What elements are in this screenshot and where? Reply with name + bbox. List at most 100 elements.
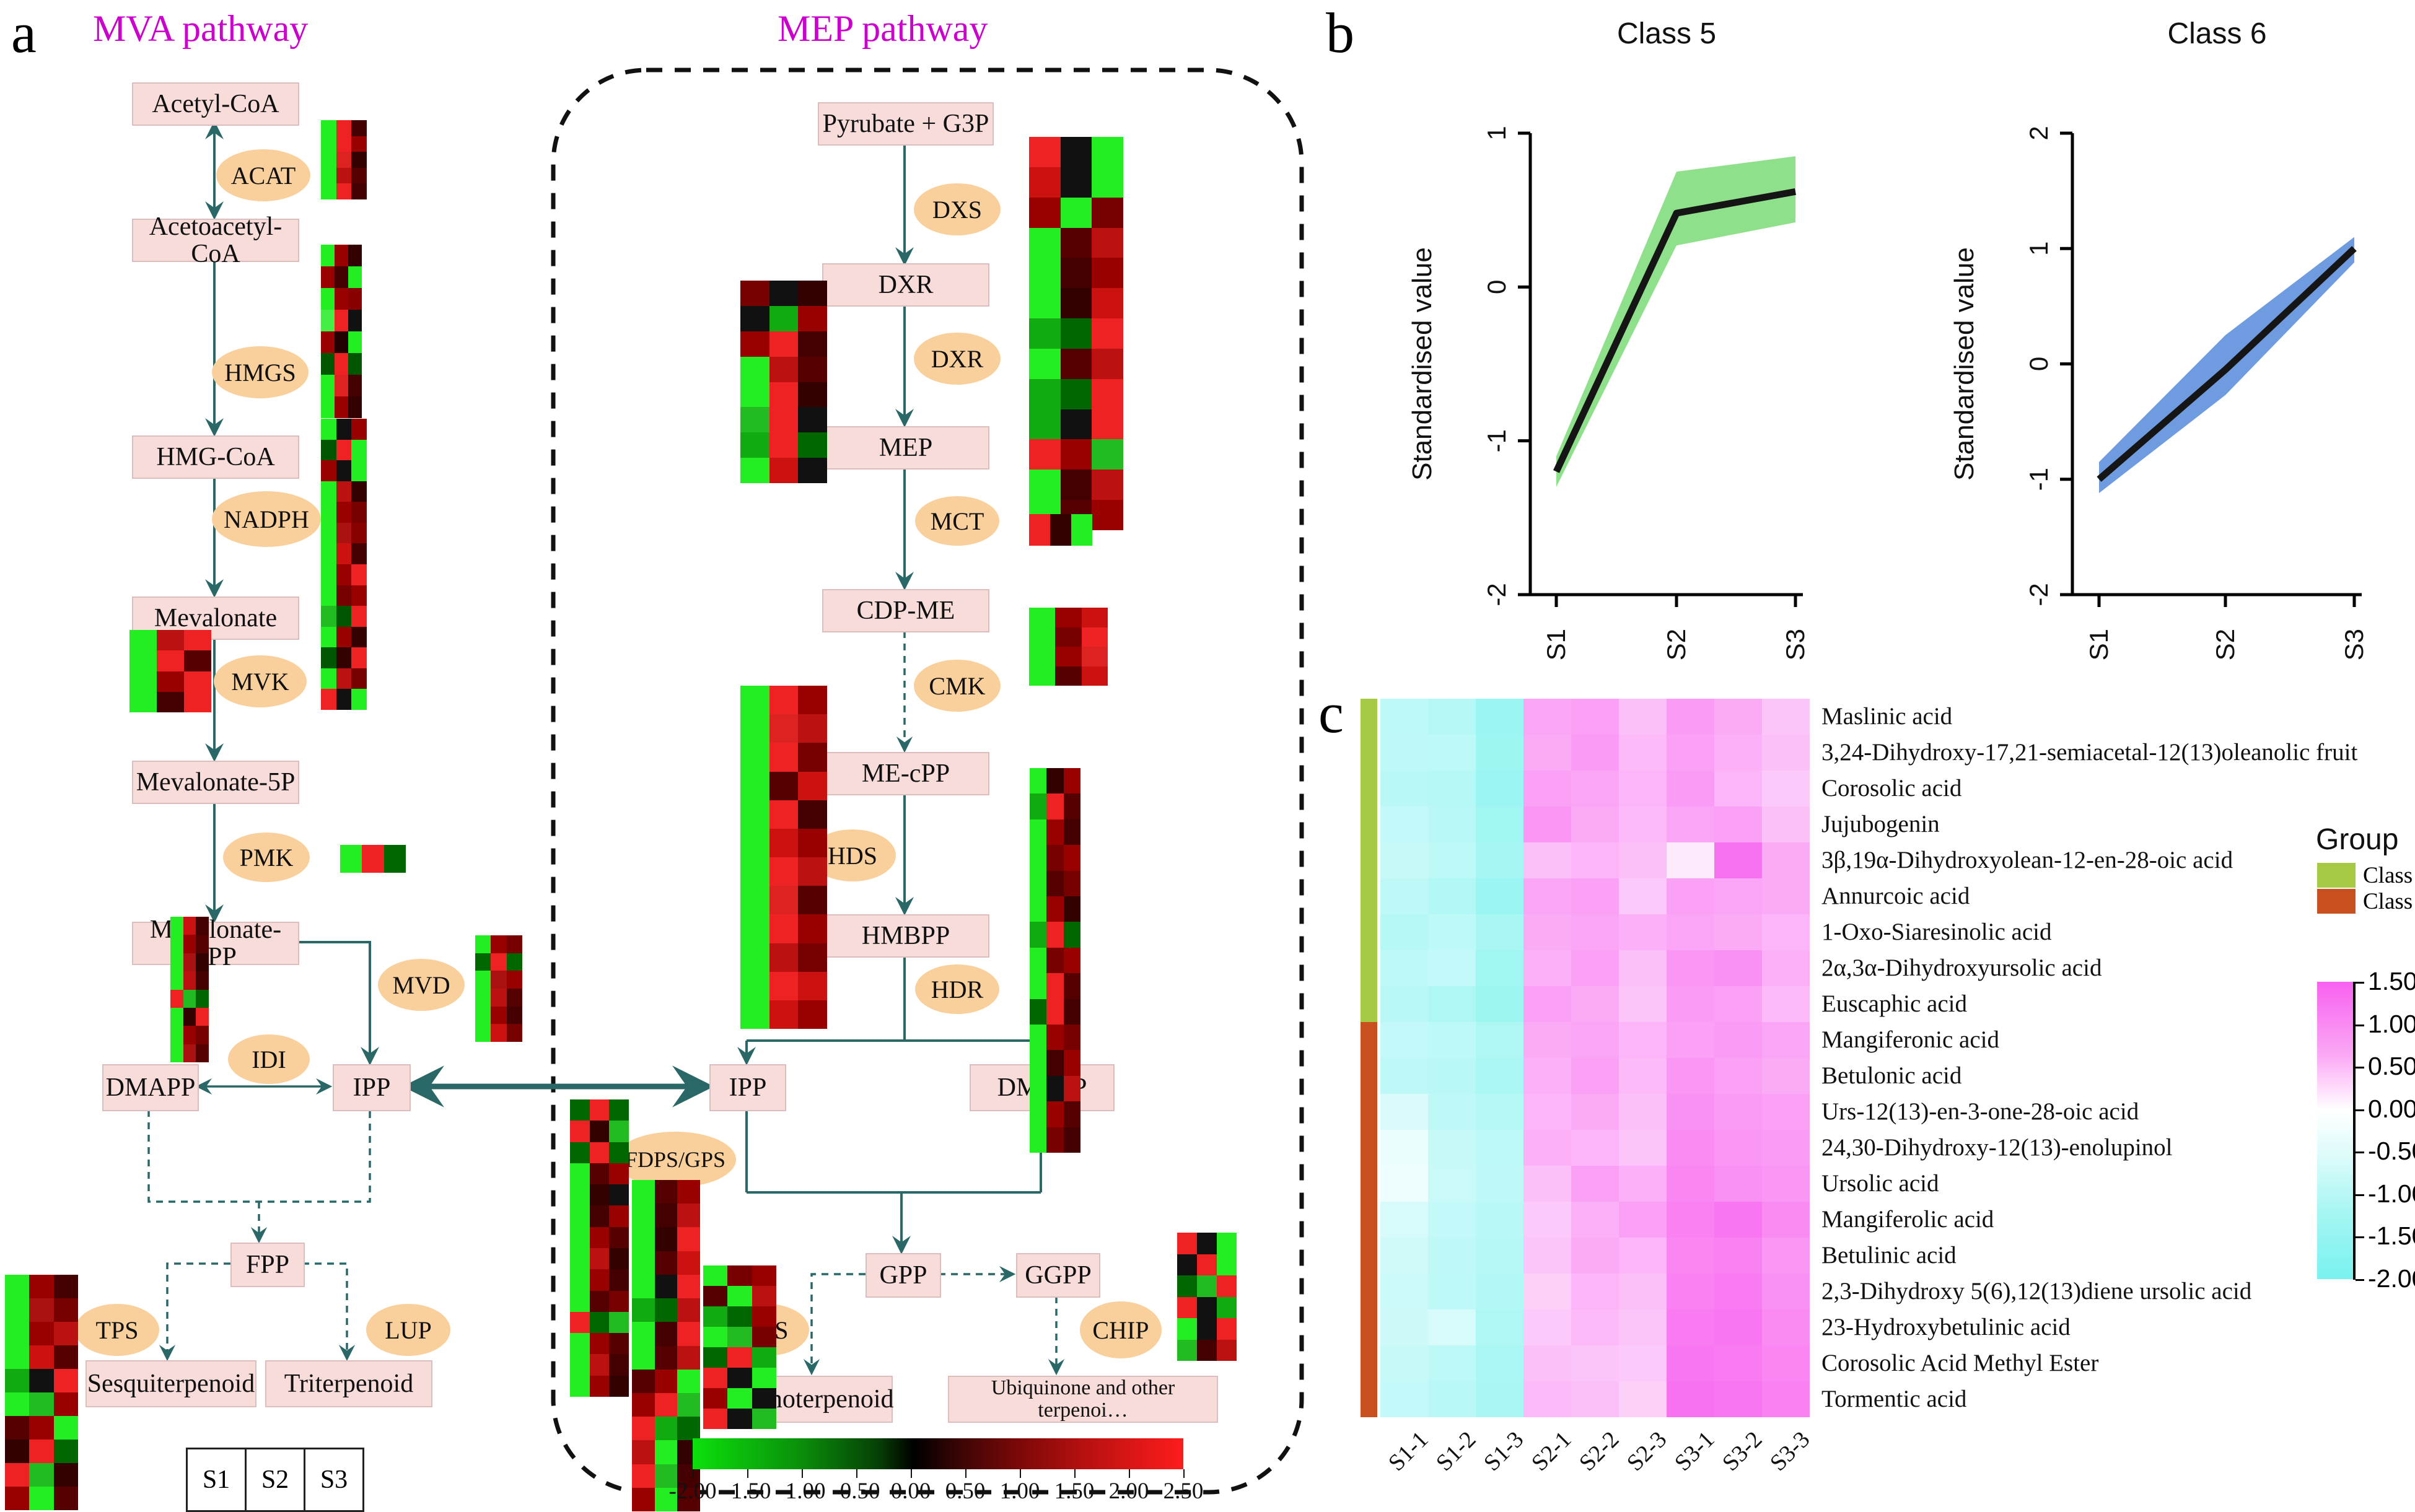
heatmap-cell [1667, 950, 1714, 986]
y-tick-label: -2 [1482, 583, 1511, 606]
heatmap-cell [1714, 771, 1762, 806]
strip-cell [727, 1327, 752, 1347]
strip-cell [29, 1345, 54, 1369]
strip-cell [335, 396, 348, 418]
strip-cell [589, 1290, 610, 1312]
sidebar-cell [1361, 1130, 1377, 1166]
strip-cell [336, 136, 352, 152]
strip-cell [1030, 768, 1047, 794]
strip-cell [798, 382, 827, 408]
strip-cell [348, 245, 362, 266]
strip-cell [170, 1007, 183, 1026]
strip-cell [183, 1044, 196, 1062]
heatmap-cell [1714, 986, 1762, 1022]
strip-cell [491, 1006, 507, 1025]
heatmap-cell [1619, 1202, 1667, 1238]
strip-cell [740, 331, 769, 357]
heatmap-cell [1667, 771, 1714, 806]
strip-cell [321, 396, 335, 418]
sidebar-cell [1361, 842, 1377, 878]
strip-cell [336, 689, 352, 710]
strip-cell [1092, 318, 1123, 349]
strip-cell [29, 1275, 54, 1298]
strip-cell [1060, 137, 1092, 167]
strip-cell [1092, 348, 1123, 379]
strip-cell [654, 1227, 678, 1251]
strip-cell [570, 1184, 590, 1206]
strip-cell [654, 1298, 678, 1322]
heatmap-cell [1428, 1094, 1476, 1130]
strip-cell [129, 630, 157, 651]
strip-cell [196, 1044, 209, 1062]
strip-cell [1029, 137, 1061, 167]
strip-cell [632, 1392, 655, 1417]
strip-cell [632, 1464, 655, 1488]
heatmap-strip-tps_mva [5, 1275, 78, 1510]
strip-cell [53, 1345, 78, 1369]
heatmap-strip-cmk [1029, 608, 1108, 686]
heatmap-cell [1714, 878, 1762, 914]
strip-cell [1217, 1233, 1237, 1254]
strip-cell [589, 1248, 610, 1270]
strip-cell [340, 845, 362, 873]
compound-label: 23-Hydroxybetulinic acid [1821, 1314, 2071, 1340]
heatmap-cell [1571, 1309, 1619, 1345]
strip-cell [1029, 258, 1061, 289]
heatmap-cell [1428, 771, 1476, 806]
strip-cell [335, 288, 348, 310]
heatmap-cell [1667, 1309, 1714, 1345]
enzyme-lup: LUP [366, 1304, 450, 1356]
strip-cell [1197, 1296, 1217, 1318]
y-tick-label: 0 [1482, 280, 1511, 294]
strip-cell [196, 1026, 209, 1044]
heatmap-cell [1428, 1345, 1476, 1381]
compound-label: Annurcoic acid [1821, 883, 1970, 909]
strip-cell [677, 1392, 700, 1417]
strip-cell [1030, 1127, 1047, 1153]
heatmap-cell [1380, 735, 1428, 771]
strip-cell [740, 743, 769, 772]
strip-cell [321, 245, 335, 266]
mep-pathway-title: MEP pathway [778, 8, 988, 49]
pathway-connectors [147, 68, 1304, 1495]
strip-cell [654, 1464, 678, 1488]
strip-cell [1092, 409, 1123, 440]
strip-cell [740, 771, 769, 800]
heatmap-cell [1571, 878, 1619, 914]
strip-cell [351, 419, 367, 440]
strip-cell [1046, 973, 1064, 999]
strip-cell [570, 1248, 590, 1270]
strip-cell [703, 1388, 728, 1409]
strip-cell [740, 432, 769, 458]
strip-cell [1055, 608, 1082, 627]
compound-label: Mangiferonic acid [1821, 1026, 1999, 1053]
compound-heatmap [1380, 699, 1810, 1417]
strip-cell [321, 564, 336, 585]
strip-cell [798, 458, 827, 483]
strip-cell [5, 1369, 30, 1392]
strip-cell [183, 917, 196, 935]
strip-cell [632, 1251, 655, 1275]
strip-cell [351, 647, 367, 668]
heatmap-cell [1667, 806, 1714, 842]
strip-cell [632, 1440, 655, 1464]
strip-cell [769, 771, 799, 800]
heatmap-cell [1428, 986, 1476, 1022]
strip-cell [1030, 1075, 1047, 1102]
heatmap-cell [1762, 1345, 1810, 1381]
strip-cell [335, 266, 348, 288]
strip-cell [798, 1000, 827, 1029]
strip-cell [1030, 819, 1047, 846]
heatmap-cell [1619, 1381, 1667, 1417]
enzyme-mvd: MVD [378, 959, 465, 1011]
colorbar-tick [911, 1469, 912, 1478]
strip-cell [632, 1417, 655, 1441]
strip-cell [53, 1369, 78, 1392]
heatmap-cell [1714, 806, 1762, 842]
strip-cell [1060, 197, 1092, 228]
strip-cell [183, 989, 196, 1008]
strip-cell [1060, 318, 1092, 349]
strip-cell [798, 743, 827, 772]
heatmap-strip-hdr [1030, 768, 1080, 1153]
